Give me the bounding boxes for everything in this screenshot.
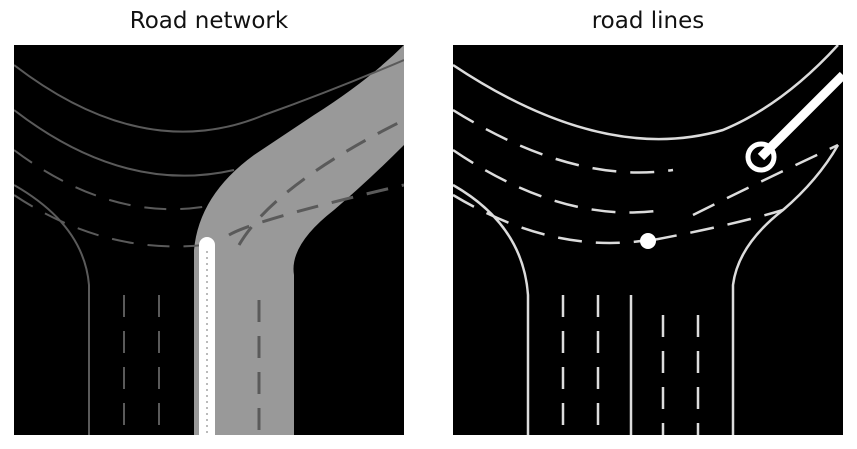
road-lines-image [453,45,843,435]
highlighted-road [194,45,404,435]
road-network-image [14,45,404,435]
panel-road-network: Road network [14,8,404,438]
ego-vehicle-marker [745,141,777,173]
panel-road-lines: road lines [453,8,843,438]
panel-title: road lines [591,8,705,34]
ego-vehicle-track [757,71,843,161]
waypoint-marker [640,233,656,249]
panel-title: Road network [129,8,289,34]
